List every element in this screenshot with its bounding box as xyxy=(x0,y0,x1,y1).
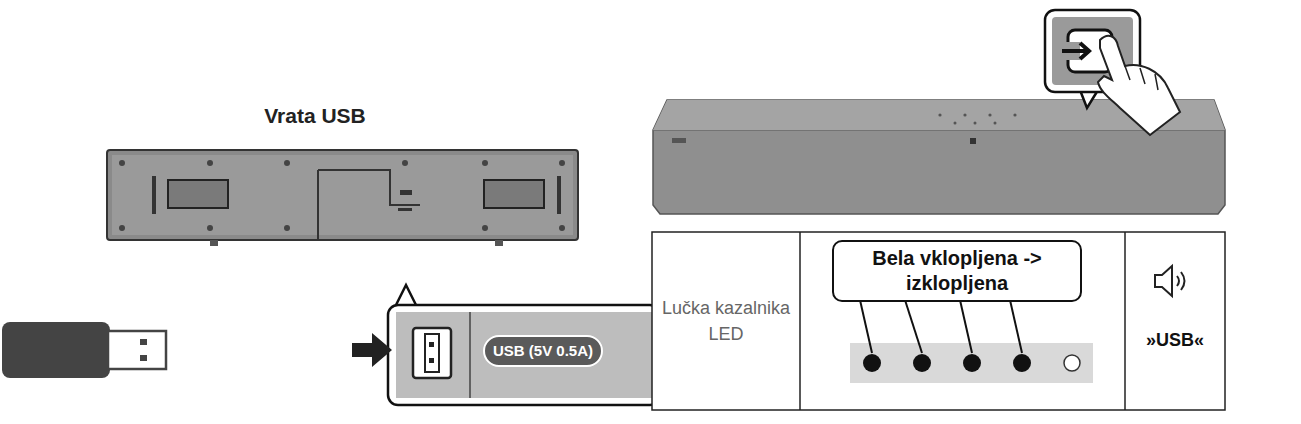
foot-mark xyxy=(557,176,561,214)
insert-arrow xyxy=(352,333,392,367)
usb-plug xyxy=(108,331,166,369)
callout-leaders xyxy=(860,300,1022,353)
led-off xyxy=(1064,355,1080,371)
usb-port xyxy=(413,328,451,378)
usb-stick xyxy=(2,322,110,378)
part-name: Vrata USB xyxy=(215,103,415,128)
led-callout: Bela vklopljena -> izklopljena xyxy=(832,240,1082,302)
status-table xyxy=(652,232,1225,410)
node-text: USB (5V 0.5A) xyxy=(493,342,593,361)
led-lit xyxy=(863,354,1031,372)
vent-slot xyxy=(168,180,228,208)
callout-pointer xyxy=(395,285,417,307)
port-recess xyxy=(318,170,420,240)
table-cell: Lučka kazalnika LED xyxy=(660,295,792,347)
vent-slot xyxy=(484,180,544,208)
foot-mark xyxy=(152,176,156,214)
port-mark xyxy=(398,208,412,211)
port-mark xyxy=(400,190,412,195)
node-text: Bela vklopljena -> izklopljena xyxy=(844,246,1070,296)
soundbar-panel xyxy=(112,155,573,235)
spec-pill: USB (5V 0.5A) xyxy=(483,335,603,367)
soundbar-back xyxy=(107,150,578,240)
table-cell: »USB« xyxy=(1133,330,1217,352)
speaker-icon xyxy=(1155,266,1185,296)
zoom-panel xyxy=(396,312,652,398)
pressing-hand xyxy=(1098,36,1180,135)
zoom-box xyxy=(388,305,660,405)
